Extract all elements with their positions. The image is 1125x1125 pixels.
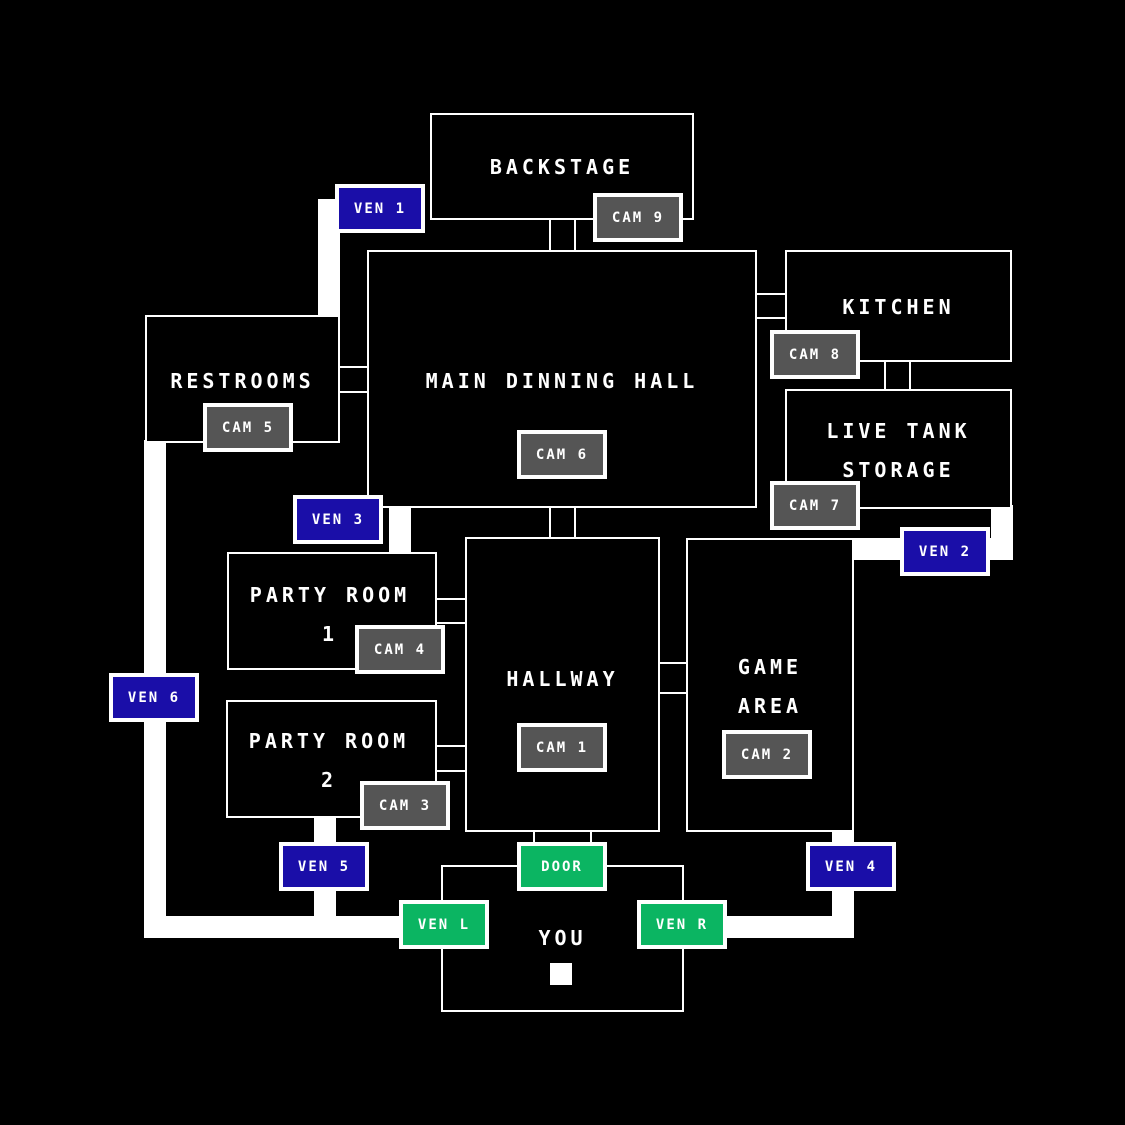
vent-duct <box>318 199 340 319</box>
player-marker <box>550 963 572 985</box>
vent-2-button[interactable]: VEN 2 <box>900 527 990 576</box>
doorway <box>435 745 467 772</box>
cam-2-button[interactable]: CAM 2 <box>722 730 812 779</box>
room-label-party-room-1-number: 1 <box>321 622 339 646</box>
room-label-main-hall: MAIN DINNING HALL <box>425 369 699 393</box>
vent-duct <box>720 916 854 938</box>
cam-4-button[interactable]: CAM 4 <box>355 625 445 674</box>
vent-4-button[interactable]: VEN 4 <box>806 842 896 891</box>
vent-duct <box>389 505 411 555</box>
room-hallway <box>465 537 660 832</box>
doorway <box>549 218 576 252</box>
room-label-kitchen: KITCHEN <box>842 295 955 319</box>
doorway <box>338 366 369 393</box>
room-label-you: YOU <box>538 926 587 950</box>
room-label-restrooms: RESTROOMS <box>170 369 315 393</box>
doorway <box>549 506 576 539</box>
room-label-backstage: BACKSTAGE <box>489 155 635 179</box>
vent-1-button[interactable]: VEN 1 <box>335 184 425 233</box>
vent-left-button[interactable]: VEN L <box>399 900 489 949</box>
vent-duct <box>991 505 1013 560</box>
vent-6-button[interactable]: VEN 6 <box>109 673 199 722</box>
vent-right-button[interactable]: VEN R <box>637 900 727 949</box>
vent-duct <box>144 916 414 938</box>
cam-7-button[interactable]: CAM 7 <box>770 481 860 530</box>
doorway <box>755 293 787 319</box>
room-label-party-room-2: PARTY ROOM <box>248 729 410 753</box>
room-label-game: GAME <box>737 655 803 679</box>
doorway <box>658 662 688 694</box>
cam-3-button[interactable]: CAM 3 <box>360 781 450 830</box>
vent-3-button[interactable]: VEN 3 <box>293 495 383 544</box>
cam-1-button[interactable]: CAM 1 <box>517 723 607 772</box>
door-button[interactable]: DOOR <box>517 842 607 891</box>
vent-5-button[interactable]: VEN 5 <box>279 842 369 891</box>
cam-5-button[interactable]: CAM 5 <box>203 403 293 452</box>
room-label-hallway: HALLWAY <box>506 667 619 691</box>
cam-8-button[interactable]: CAM 8 <box>770 330 860 379</box>
doorway <box>435 598 467 624</box>
room-game-area <box>686 538 854 832</box>
cam-9-button[interactable]: CAM 9 <box>593 193 683 242</box>
room-label-live-tank: LIVE TANK <box>826 419 971 443</box>
cam-6-button[interactable]: CAM 6 <box>517 430 607 479</box>
room-label-area: AREA <box>737 694 803 718</box>
room-label-party-room-2-number: 2 <box>320 768 338 792</box>
doorway <box>884 360 911 391</box>
room-label-party-room-1: PARTY ROOM <box>249 583 411 607</box>
room-label-storage: STORAGE <box>842 458 955 482</box>
